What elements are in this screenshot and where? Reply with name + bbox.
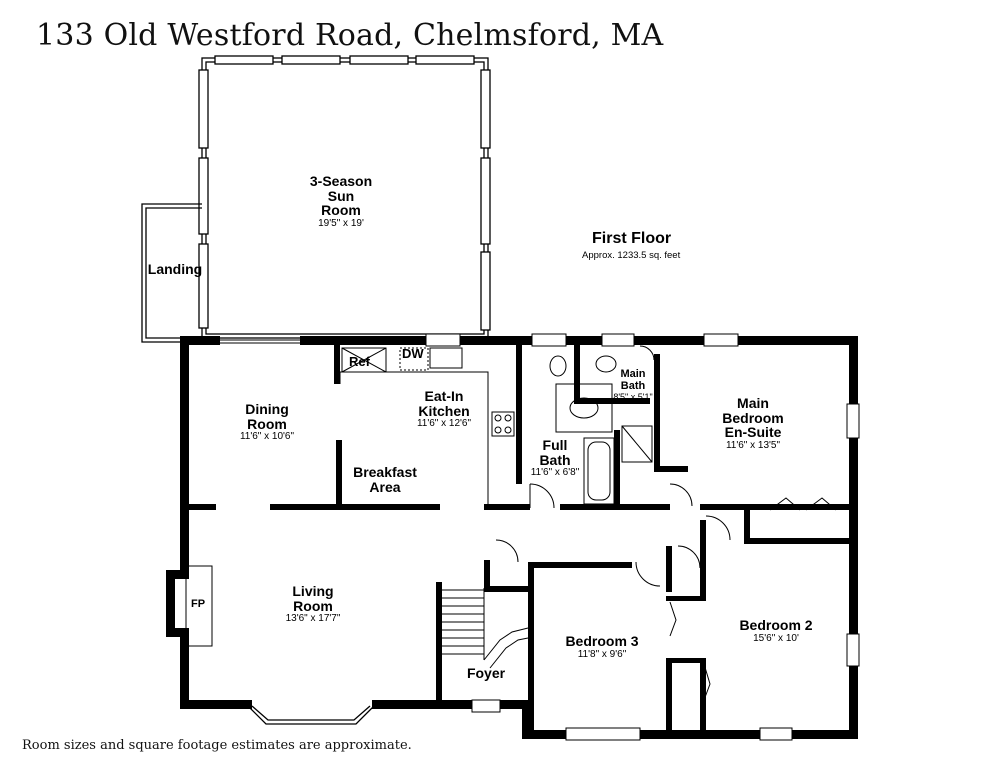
room-name: Breakfast Area bbox=[353, 464, 417, 495]
room-bedroom-3: Bedroom 3 11'8" x 9'6" bbox=[556, 634, 648, 660]
room-main-bath: Main Bath 8'5" x 5'1" bbox=[608, 368, 658, 403]
floor-name: First Floor bbox=[592, 230, 672, 247]
room-dining: Dining Room 11'6" x 10'6" bbox=[222, 402, 312, 443]
fireplace bbox=[185, 565, 213, 647]
bay-window bbox=[247, 705, 375, 725]
page-title: 133 Old Westford Road, Chelmsford, MA bbox=[36, 18, 664, 53]
kitchen-counter bbox=[339, 347, 515, 504]
sun-room-door bbox=[220, 339, 300, 344]
room-name: Main Bedroom En-Suite bbox=[722, 395, 784, 441]
room-name: 3-Season Sun Room bbox=[309, 173, 373, 219]
room-dims: 11'6" x 10'6" bbox=[239, 431, 295, 443]
fixture-dw: DW bbox=[402, 346, 424, 361]
room-dims: 11'6" x 12'6" bbox=[416, 418, 472, 430]
landing-outline bbox=[141, 203, 206, 343]
room-full-bath: Full Bath 11'6" x 6'8" bbox=[524, 438, 586, 479]
room-living: Living Room 13'6" x 17'7" bbox=[268, 584, 358, 625]
room-landing: Landing bbox=[144, 262, 206, 277]
room-name: Foyer bbox=[466, 665, 506, 681]
room-breakfast: Breakfast Area bbox=[340, 464, 430, 495]
room-dims: 8'5" x 5'1" bbox=[613, 392, 653, 403]
room-name: Bedroom 2 bbox=[739, 617, 813, 633]
room-name: Eat-In Kitchen bbox=[418, 388, 470, 419]
fixture-ref: Ref bbox=[349, 354, 370, 369]
door-swings bbox=[495, 345, 837, 701]
room-dims: 19'5" x 19' bbox=[318, 218, 364, 230]
stairs bbox=[442, 588, 529, 669]
room-name: Living Room bbox=[292, 583, 334, 614]
sun-room-walls bbox=[198, 55, 491, 339]
room-name: Dining Room bbox=[245, 401, 289, 432]
room-dims: 15'6" x 10' bbox=[753, 632, 799, 644]
room-dims: 11'8" x 9'6" bbox=[577, 648, 627, 660]
room-bedroom-2: Bedroom 2 15'6" x 10' bbox=[730, 618, 822, 644]
room-foyer: Foyer bbox=[458, 666, 514, 681]
footnote: Room sizes and square footage estimates … bbox=[22, 738, 412, 753]
room-main-bedroom: Main Bedroom En-Suite 11'6" x 13'5" bbox=[708, 396, 798, 452]
room-name: Main Bath bbox=[620, 368, 646, 392]
exterior-windows bbox=[425, 333, 860, 741]
room-kitchen: Eat-In Kitchen 11'6" x 12'6" bbox=[398, 389, 490, 430]
room-dims: 13'6" x 17'7" bbox=[285, 613, 341, 625]
room-dims: 11'6" x 6'8" bbox=[530, 467, 580, 479]
room-name: Bedroom 3 bbox=[565, 633, 639, 649]
room-dims: 11'6" x 13'5" bbox=[725, 440, 781, 452]
floor-area: Approx. 1233.5 sq. feet bbox=[582, 250, 681, 261]
fixture-fp: FP bbox=[191, 598, 206, 610]
room-name: Landing bbox=[147, 261, 203, 277]
bath-fixtures bbox=[549, 355, 653, 505]
interior-walls bbox=[180, 344, 858, 738]
room-name: Full Bath bbox=[539, 437, 571, 468]
room-sun-room: 3-Season Sun Room 19'5" x 19' bbox=[296, 174, 386, 230]
